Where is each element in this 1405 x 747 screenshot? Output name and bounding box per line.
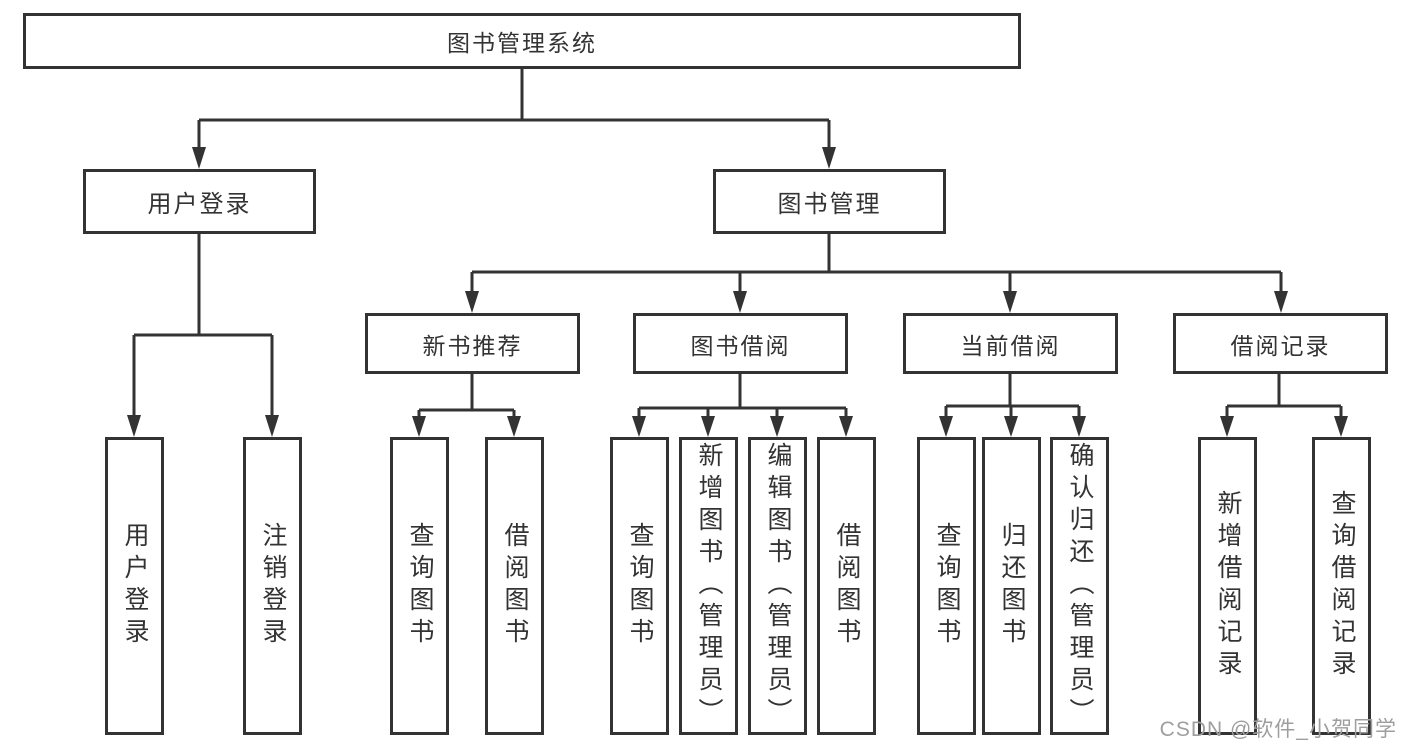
node-label: 确认归还（管理员）	[1066, 442, 1094, 730]
node-book-borrow: 图书借阅	[633, 313, 848, 374]
node-new-book-recommend: 新书推荐	[365, 313, 580, 374]
node-label: 图书管理	[777, 191, 882, 218]
node-user-login: 用户登录	[83, 169, 316, 234]
node-label: 新增借阅记录	[1214, 490, 1242, 682]
node-label: 借阅记录	[1230, 332, 1331, 359]
node-label: 用户登录	[147, 191, 252, 218]
leaf-edit-books-admin: 编辑图书（管理员）	[748, 437, 807, 735]
node-label: 新增图书（管理员）	[695, 442, 723, 730]
node-label: 注销登录	[259, 522, 287, 650]
node-label: 查询图书	[406, 522, 434, 650]
node-label: 编辑图书（管理员）	[764, 442, 792, 730]
node-label: 图书借阅	[690, 332, 791, 359]
node-book-management: 图书管理	[713, 169, 946, 234]
node-label: 新书推荐	[422, 332, 523, 359]
csdn-watermark: CSDN @软件_小贺同学	[1159, 718, 1397, 741]
leaf-query-books-borrow: 查询图书	[610, 437, 669, 735]
node-label: 借阅图书	[501, 522, 529, 650]
leaf-borrow-books: 借阅图书	[817, 437, 876, 735]
leaf-add-books-admin: 新增图书（管理员）	[679, 437, 738, 735]
node-library-management-system: 图书管理系统	[23, 13, 1021, 69]
leaf-query-books-current: 查询图书	[917, 437, 976, 735]
leaf-logout: 注销登录	[243, 437, 302, 735]
node-label: 查询借阅记录	[1328, 490, 1356, 682]
leaf-query-borrow-record: 查询借阅记录	[1312, 437, 1371, 735]
node-label: 借阅图书	[833, 522, 861, 650]
node-label: 查询图书	[626, 522, 654, 650]
node-label: 归还图书	[998, 522, 1026, 650]
node-label: 当前借阅	[960, 332, 1061, 359]
leaf-user-login: 用户登录	[105, 437, 164, 735]
node-current-borrow: 当前借阅	[903, 313, 1118, 374]
leaf-confirm-return-admin: 确认归还（管理员）	[1050, 437, 1109, 735]
leaf-return-books: 归还图书	[982, 437, 1041, 735]
node-borrow-record: 借阅记录	[1173, 313, 1388, 374]
node-label: 查询图书	[933, 522, 961, 650]
node-label: 图书管理系统	[447, 30, 597, 56]
leaf-add-borrow-record: 新增借阅记录	[1198, 437, 1257, 735]
leaf-query-books-recommend: 查询图书	[390, 437, 449, 735]
node-label: 用户登录	[121, 522, 149, 650]
leaf-borrow-books-recommend: 借阅图书	[485, 437, 544, 735]
